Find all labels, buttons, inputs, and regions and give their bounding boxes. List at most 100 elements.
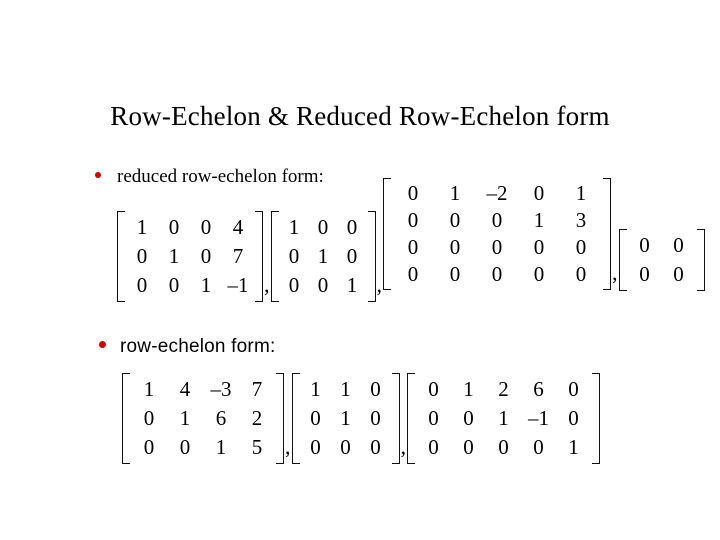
- matrix-cell: 0: [533, 181, 545, 205]
- matrix-cell: 0: [449, 208, 461, 232]
- matrix-cell: 4: [232, 214, 244, 239]
- matrix-cell: 0: [498, 435, 509, 459]
- matrix-cell: 0: [463, 435, 474, 459]
- bullet-item-row-echelon: row-echelon form:: [99, 336, 275, 358]
- matrix-cell: 0: [310, 406, 321, 430]
- matrix-cell: 2: [498, 377, 509, 401]
- matrix-row: 0 1 0: [280, 242, 367, 271]
- matrix-cell: 1: [317, 243, 329, 268]
- matrix-cell: 4: [179, 377, 191, 401]
- matrix-row: 0 0: [628, 260, 696, 289]
- matrix-cell: 7: [232, 243, 244, 268]
- matrix-item-rref-4: 0 0 0 0: [618, 229, 705, 291]
- matrix-cell: 0: [143, 435, 155, 459]
- matrix-separator: ,: [400, 434, 407, 459]
- matrix-cell: 0: [407, 181, 419, 205]
- matrix-cell: 0: [310, 435, 321, 459]
- matrix-cell: 0: [491, 235, 503, 259]
- matrix-item-rref-2: 1 0 0 0 1 0 0 0 1 ,: [270, 210, 384, 302]
- matrix-row: 1 0 0: [280, 213, 367, 242]
- rref-matrix-3: 0 1 –2 0 1 0 0 0 1 3 0 0 0 0: [383, 178, 611, 290]
- matrix-cell: 0: [639, 233, 650, 257]
- matrix-cell: 1: [200, 272, 212, 297]
- matrix-cell: 1: [340, 377, 351, 401]
- matrix-cell: 0: [533, 235, 545, 259]
- rref-matrix-2: 1 0 0 0 1 0 0 0 1: [270, 210, 376, 302]
- matrix-group-row-echelon: 1 4 –3 7 0 1 6 2 0 0 1 5 ,: [122, 373, 600, 464]
- matrix-cell: 0: [136, 272, 148, 297]
- matrix-cell: 7: [251, 377, 263, 401]
- matrix-cell: 5: [251, 435, 263, 459]
- ref-matrix-2: 1 1 0 0 1 0 0 0 0: [291, 373, 400, 464]
- matrix-cell: 1: [568, 435, 579, 459]
- matrix-cell: 1: [449, 181, 461, 205]
- matrix-cell: 1: [463, 377, 474, 401]
- matrix-cell: 0: [673, 233, 684, 257]
- matrix-cell: 1: [136, 214, 148, 239]
- matrix-cell: 1: [168, 243, 180, 268]
- matrix-cell: 0: [428, 435, 439, 459]
- matrix-separator: ,: [285, 434, 291, 459]
- matrix-row: 0 1 0: [301, 404, 391, 433]
- matrix-cell: 0: [136, 243, 148, 268]
- matrix-cell: –3: [210, 377, 232, 401]
- matrix-cell: 0: [533, 435, 544, 459]
- matrix-cell: 1: [215, 435, 227, 459]
- matrix-cell: 0: [370, 377, 381, 401]
- matrix-row: 0 0 1 –1 0: [416, 404, 591, 433]
- matrix-row: 1 1 0: [301, 375, 391, 404]
- matrix-cell: –1: [227, 272, 249, 297]
- matrix-cell: 0: [575, 235, 587, 259]
- matrix-separator: ,: [612, 260, 618, 285]
- ref-matrix-1: 1 4 –3 7 0 1 6 2 0 0 1 5: [122, 373, 284, 464]
- ref-matrix-3: 0 1 2 6 0 0 0 1 –1 0 0 0 0 0: [407, 373, 600, 464]
- matrix-row: 0 1 0 7: [126, 242, 254, 271]
- matrix-cell: 0: [491, 262, 503, 286]
- matrix-row: 0 0 0 0 1: [416, 433, 591, 462]
- matrix-cell: 0: [143, 406, 155, 430]
- matrix-item-rref-3: 0 1 –2 0 1 0 0 0 1 3 0 0 0 0: [383, 178, 619, 290]
- matrix-cell: 0: [491, 208, 503, 232]
- matrix-row: 0 0 1 –1: [126, 271, 254, 300]
- matrix-group-reduced-row-echelon: 1 0 0 4 0 1 0 7 0 0 1 –1 ,: [117, 178, 705, 312]
- matrix-cell: 1: [179, 406, 191, 430]
- matrix-cell: 0: [449, 262, 461, 286]
- matrix-cell: 0: [407, 262, 419, 286]
- matrix-cell: 0: [317, 214, 329, 239]
- matrix-cell: 0: [639, 262, 650, 286]
- bullet-dot-icon: [99, 341, 106, 348]
- matrix-cell: 6: [533, 377, 544, 401]
- matrix-cell: 1: [340, 406, 351, 430]
- matrix-cell: 1: [533, 208, 545, 232]
- matrix-cell: 0: [288, 243, 300, 268]
- matrix-row: 0 1 6 2: [131, 404, 275, 433]
- matrix-cell: 0: [575, 262, 587, 286]
- matrix-cell: 0: [168, 214, 180, 239]
- matrix-item-ref-2: 1 1 0 0 1 0 0 0 0 ,: [291, 373, 408, 464]
- matrix-cell: 0: [568, 406, 579, 430]
- matrix-cell: 0: [568, 377, 579, 401]
- matrix-cell: 0: [407, 208, 419, 232]
- matrix-cell: 0: [370, 406, 381, 430]
- matrix-row: 0 0: [628, 231, 696, 260]
- matrix-separator: ,: [264, 271, 270, 297]
- matrix-item-ref-3: 0 1 2 6 0 0 0 1 –1 0 0 0 0 0: [407, 373, 600, 464]
- matrix-cell: –2: [486, 181, 508, 205]
- matrix-cell: 1: [346, 272, 358, 297]
- matrix-cell: 0: [370, 435, 381, 459]
- matrix-cell: 1: [143, 377, 155, 401]
- bullet-dot-icon: [95, 172, 101, 178]
- matrix-cell: 0: [346, 243, 358, 268]
- matrix-cell: 0: [340, 435, 351, 459]
- matrix-row: 0 1 2 6 0: [416, 375, 591, 404]
- matrix-cell: 0: [179, 435, 191, 459]
- bullet-item-reduced-row-echelon: reduced row-echelon form:: [95, 166, 324, 188]
- matrix-cell: 0: [288, 272, 300, 297]
- matrix-cell: 1: [498, 406, 509, 430]
- matrix-cell: 3: [575, 208, 587, 232]
- matrix-cell: 0: [533, 262, 545, 286]
- matrix-cell: 0: [168, 272, 180, 297]
- matrix-cell: 0: [317, 272, 329, 297]
- matrix-cell: –1: [528, 406, 549, 430]
